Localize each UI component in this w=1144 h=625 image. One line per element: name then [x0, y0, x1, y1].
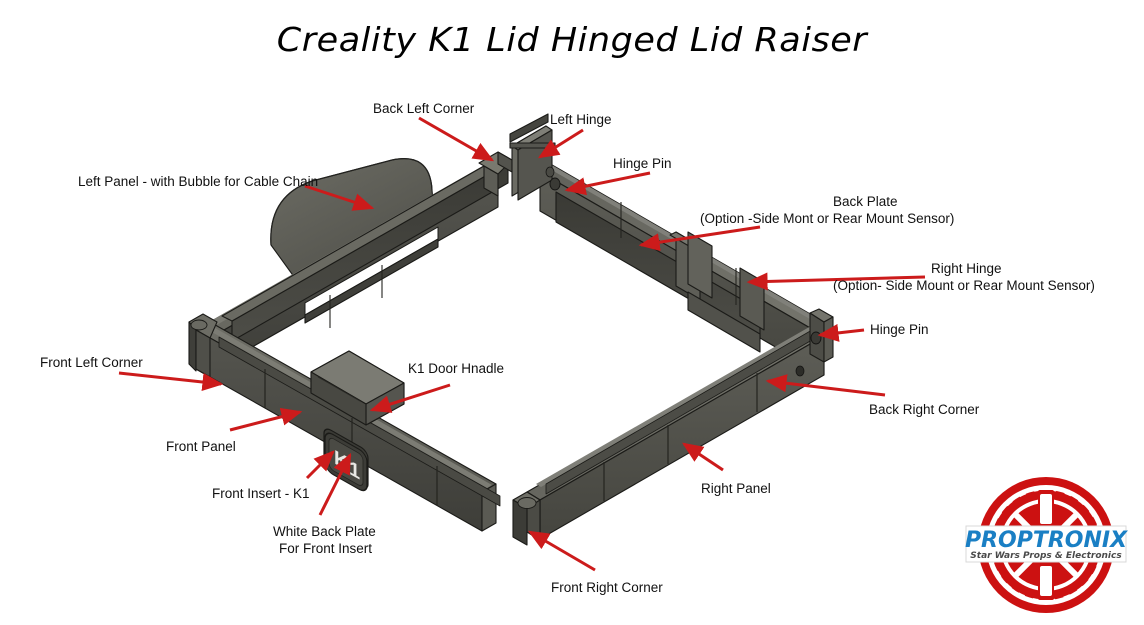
- label-front-panel: Front Panel: [166, 439, 236, 454]
- label-white-back-plate-2: For Front Insert: [279, 541, 373, 556]
- label-front-left-corner: Front Left Corner: [40, 355, 143, 370]
- logo-brand-text: PROPTRONIX: [965, 528, 1128, 553]
- label-front-insert-k1: Front Insert - K1: [212, 486, 310, 501]
- front-right-corner: [512, 491, 541, 546]
- logo-tagline-text: Star Wars Props & Electronics: [970, 551, 1122, 561]
- label-front-right-corner: Front Right Corner: [551, 580, 663, 595]
- hinge-pin-left: [545, 166, 561, 191]
- label-right-hinge: Right Hinge: [931, 261, 1002, 276]
- proptronix-logo: PROPTRONIX Star Wars Props & Electronics: [960, 468, 1132, 623]
- left-panel: [195, 157, 509, 378]
- label-left-panel: Left Panel - with Bubble for Cable Chain: [78, 174, 319, 189]
- label-right-hinge-option: (Option- Side Mount or Rear Mount Sensor…: [833, 278, 1095, 293]
- label-left-hinge: Left Hinge: [550, 112, 612, 127]
- label-right-panel: Right Panel: [701, 481, 771, 496]
- label-hinge-pin-left: Hinge Pin: [613, 156, 672, 171]
- label-k1-door-handle: K1 Door Hnadle: [408, 361, 505, 376]
- label-white-back-plate-1: White Back Plate: [273, 524, 376, 539]
- front-panel: [195, 321, 501, 532]
- svg-text:1: 1: [349, 456, 360, 485]
- logo-banner: [965, 525, 1127, 563]
- label-back-right-corner: Back Right Corner: [869, 402, 980, 417]
- label-back-left-corner: Back Left Corner: [373, 101, 475, 116]
- label-back-plate-option: (Option -Side Mont or Rear Mount Sensor): [700, 211, 955, 226]
- label-back-plate: Back Plate: [833, 194, 898, 209]
- label-hinge-pin-right: Hinge Pin: [870, 322, 929, 337]
- model-group: [188, 113, 834, 546]
- page-title: Creality K1 Lid Hinged Lid Raiser: [276, 20, 868, 59]
- back-left-corner: [478, 151, 513, 197]
- right-panel: [526, 321, 825, 540]
- front-left-corner: [188, 313, 218, 378]
